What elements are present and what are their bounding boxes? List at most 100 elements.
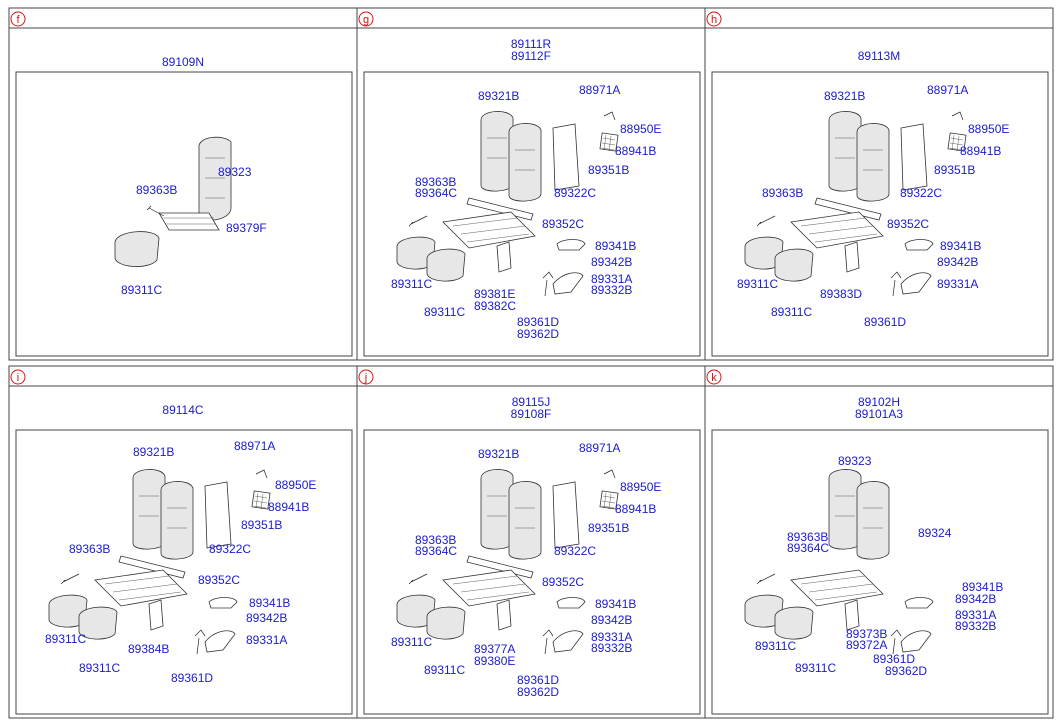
part-number-label: 89342B: [937, 255, 978, 269]
panel-frame: [704, 365, 1054, 719]
seat-back-stitch: [139, 495, 187, 529]
part-number-label: 89342B: [591, 613, 632, 627]
armrest-top-drawing: [904, 597, 934, 609]
armrest-drawing: [552, 272, 584, 295]
panel-letter: k: [711, 372, 717, 384]
part-number-label: 89324: [918, 526, 952, 540]
trim-strip-drawing: [466, 197, 534, 221]
panel-letter: h: [711, 14, 717, 26]
seat-frame-drawing: [158, 212, 220, 231]
part-number-label: 88941B: [615, 144, 656, 158]
seat-cushion-drawing: [114, 231, 160, 267]
net-pocket-mesh: [601, 492, 616, 510]
part-number-label: 89322C: [900, 186, 942, 200]
part-number-label: 89341B: [595, 239, 636, 253]
leg-bracket-drawing: [844, 241, 860, 273]
seat-cushion-right-drawing: [774, 606, 814, 640]
part-number-label: 89311C: [424, 663, 465, 677]
seat-frame-rails: [800, 575, 878, 601]
hook-drawing: [603, 111, 616, 121]
assembly-number: 89115J: [512, 395, 550, 409]
part-number-label: 89380E: [474, 654, 515, 668]
part-number-label: 89311C: [795, 661, 836, 675]
armrest-top-drawing: [556, 239, 586, 251]
diagram-frame: [711, 71, 1049, 357]
part-number-label: 89322C: [554, 186, 596, 200]
part-number-label: 89321B: [478, 89, 519, 103]
hook-drawing: [255, 469, 268, 479]
part-number-label: 89311C: [737, 277, 778, 291]
net-pocket-mesh: [601, 134, 616, 152]
part-number-label: 89331A: [591, 272, 632, 286]
armrest-top-drawing: [556, 597, 586, 609]
part-number-label: 89361D: [517, 673, 559, 687]
seat-back-left-drawing: [480, 111, 514, 192]
part-number-label: 89331A: [955, 608, 996, 622]
panel-letter: j: [364, 372, 367, 384]
trim-strip-drawing: [118, 555, 186, 579]
seat-frame-drawing: [790, 569, 884, 607]
seat-back-right-drawing: [856, 123, 890, 202]
seat-back-right-drawing: [856, 481, 890, 560]
part-number-label: 89352C: [198, 573, 240, 587]
part-number-label: 89322C: [209, 542, 251, 556]
leg-bracket-drawing: [844, 599, 860, 631]
part-number-label: 89352C: [887, 217, 929, 231]
part-number-label: 89351B: [588, 163, 629, 177]
part-number-label: 89352C: [542, 217, 584, 231]
part-number-label: 89364C: [415, 544, 457, 558]
panel-letter: g: [363, 14, 369, 26]
part-number-label: 88950E: [620, 122, 661, 136]
trim-strip-drawing: [466, 555, 534, 579]
assembly-number: 89102H: [858, 395, 900, 409]
net-pocket-mesh: [253, 492, 268, 510]
lever-drawing: [146, 205, 165, 217]
part-number-label: 89332B: [591, 641, 632, 655]
diagram-frame: [711, 429, 1049, 715]
seat-back-right-drawing: [160, 481, 194, 560]
bolt-drawing: [542, 629, 554, 655]
seat-back-left-drawing: [828, 111, 862, 192]
armrest-top-drawing: [904, 239, 934, 251]
seat-frame-rails: [104, 575, 182, 601]
part-number-label: 89361D: [864, 315, 906, 329]
lever-drawing: [408, 215, 428, 227]
panel-frame: [704, 7, 1054, 361]
leg-bracket-drawing: [496, 241, 512, 273]
part-number-label: 89362D: [517, 327, 559, 341]
panel-letter-circle: [358, 11, 374, 27]
panel-letter-circle: [706, 369, 722, 385]
panel-letter-circle: [706, 11, 722, 27]
part-number-label: 89341B: [962, 580, 1003, 594]
part-number-label: 89351B: [934, 163, 975, 177]
back-board-drawing: [552, 481, 580, 549]
part-number-label: 89363B: [415, 175, 456, 189]
part-number-label: 89351B: [588, 521, 629, 535]
part-number-label: 89361D: [873, 652, 915, 666]
part-number-label: 89373B: [846, 627, 887, 641]
seat-back-right-drawing: [508, 123, 542, 202]
seat-back-left-drawing: [132, 469, 166, 550]
hook-drawing: [603, 469, 616, 479]
diagram-frame: [15, 71, 353, 357]
seat-back-stitch: [835, 137, 883, 171]
assembly-number: 89113M: [858, 49, 900, 63]
part-number-label: 89331A: [591, 630, 632, 644]
part-number-label: 89332B: [955, 619, 996, 633]
seat-cushion-right-drawing: [774, 248, 814, 282]
part-number-label: 89332B: [591, 283, 632, 297]
part-number-label: 88941B: [615, 502, 656, 516]
part-number-label: 89363B: [415, 533, 456, 547]
seat-back-stitch: [487, 495, 535, 529]
part-number-label: 89311C: [79, 661, 120, 675]
seat-back-stitch: [835, 495, 883, 529]
bolt-drawing: [542, 271, 554, 297]
armrest-drawing: [900, 630, 932, 653]
seat-cushion-right-drawing: [78, 606, 118, 640]
seat-frame-rails: [800, 217, 878, 243]
seat-back-stitch: [487, 137, 535, 171]
part-number-label: 89311C: [424, 305, 465, 319]
